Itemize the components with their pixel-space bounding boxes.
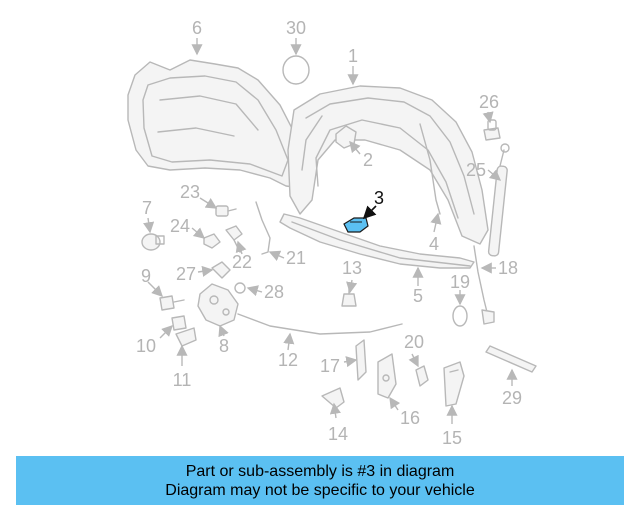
part-20-striker	[415, 365, 429, 387]
part-11-bracket	[175, 327, 197, 347]
callout-29: 29	[502, 388, 522, 408]
callout-25: 25	[466, 160, 486, 180]
part-9-bolt	[159, 295, 185, 311]
callout-numbers: 6 30 1 2 3 26 25 4 18 19 5 13 7 23 24 22…	[136, 18, 522, 448]
part-28-pin	[234, 282, 246, 294]
part-13-clip	[341, 287, 357, 307]
callout-22: 22	[232, 252, 252, 272]
callout-10: 10	[136, 336, 156, 356]
part-4-seal	[419, 123, 441, 215]
part-27-clip	[211, 261, 231, 279]
callout-23: 23	[180, 182, 200, 202]
part-24-clip	[203, 233, 221, 249]
callout-9: 9	[141, 266, 151, 286]
part-21-cable	[255, 201, 271, 255]
part-26-bolt	[483, 119, 501, 141]
callout-8: 8	[219, 336, 229, 356]
callout-12: 12	[278, 350, 298, 370]
callout-15: 15	[442, 428, 462, 448]
part-1-hood	[287, 85, 489, 245]
part-23-screw	[215, 205, 237, 217]
parts-diagram: 6 30 1 2 3 26 25 4 18 19 5 13 7 23 24 22…	[127, 18, 537, 448]
part-17-handle	[355, 339, 367, 381]
callout-14: 14	[328, 424, 348, 444]
part-3-highlighted	[343, 217, 369, 233]
callout-1: 1	[348, 46, 358, 66]
callout-13: 13	[342, 258, 362, 278]
part-12-cable	[237, 313, 403, 335]
leader-lines	[143, 38, 518, 424]
callout-16: 16	[400, 408, 420, 428]
part-29-rod	[485, 345, 537, 373]
callout-11: 11	[173, 370, 192, 390]
callout-28: 28	[264, 282, 284, 302]
part-25-strut	[487, 143, 510, 257]
callout-26: 26	[479, 92, 499, 112]
part-10-bolt	[171, 315, 187, 331]
callout-2: 2	[363, 150, 373, 170]
part-8-latch	[197, 283, 239, 327]
callout-6: 6	[192, 18, 202, 38]
callout-24: 24	[170, 216, 190, 236]
callout-7: 7	[142, 198, 152, 218]
banner-line-part-number: Part or sub-assembly is #3 in diagram	[185, 462, 455, 480]
part-14-wedge	[321, 387, 345, 409]
callout-18: 18	[498, 258, 518, 278]
part-30-pad	[282, 55, 310, 85]
part-7-bumper	[141, 233, 165, 251]
info-banner: Part or sub-assembly is #3 in diagram Di…	[16, 456, 624, 505]
callout-27: 27	[176, 264, 196, 284]
callout-5: 5	[413, 286, 423, 306]
part-6-hood-insulator	[127, 59, 307, 189]
banner-line-disclaimer: Diagram may not be specific to your vehi…	[165, 481, 475, 499]
callout-17: 17	[320, 356, 340, 376]
part-15-lever	[443, 361, 465, 407]
part-16-hinge	[377, 353, 397, 399]
callout-20: 20	[404, 332, 424, 352]
callout-3: 3	[374, 188, 384, 208]
part-18-prop-rod	[452, 245, 495, 327]
callout-19: 19	[450, 272, 470, 292]
callout-30: 30	[286, 18, 306, 38]
callout-21: 21	[286, 248, 306, 268]
part-5-weatherstrip	[279, 213, 475, 269]
callout-4: 4	[429, 234, 439, 254]
